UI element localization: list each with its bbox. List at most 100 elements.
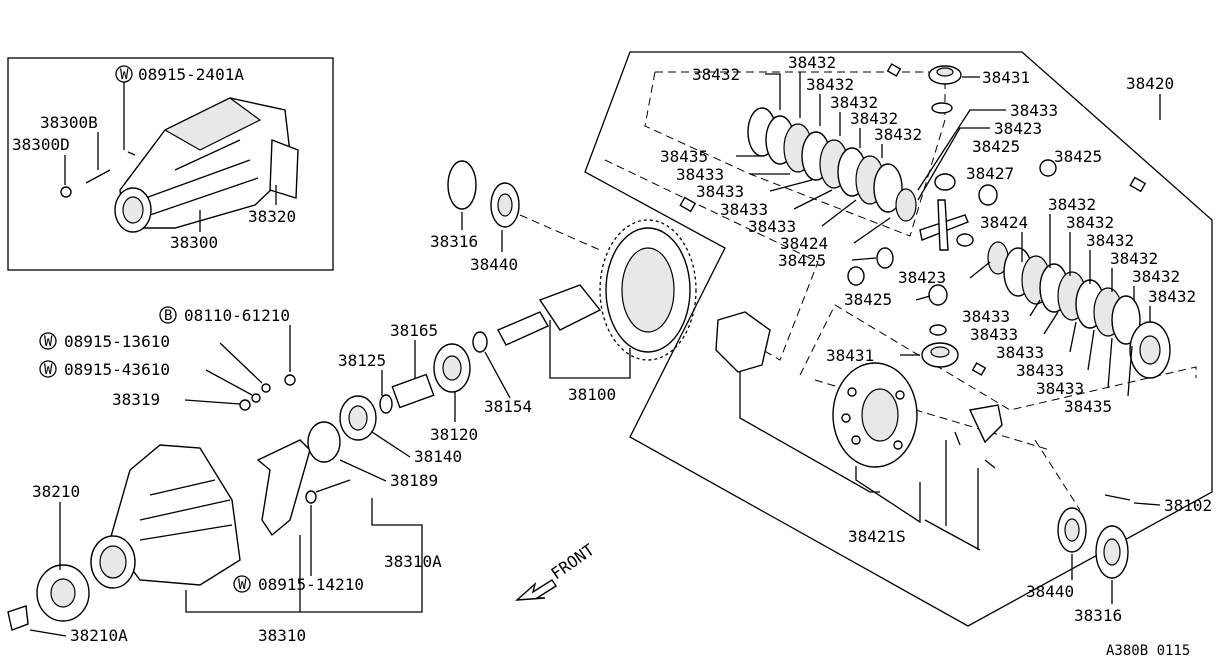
label-38423-b: 38423 [898,268,946,287]
rear-cover-drawing [7,444,241,631]
label-38425-d: 38425 [844,290,892,309]
label-38319: 38319 [112,390,160,409]
pinion-gear-drawing [538,284,602,331]
label-38432-j: 38432 [1110,249,1158,268]
label-38432-b: 38432 [788,53,836,72]
label-38432-d: 38432 [830,93,878,112]
label-38120: 38120 [430,425,478,444]
label-38425-c: 38425 [778,251,826,270]
label-38433-f: 38433 [962,307,1010,326]
mount-bracket-drawing [256,439,311,537]
pinion-shaft-drawing [497,311,549,346]
washer-marker-icon-3 [39,360,57,378]
label-38310A: 38310A [384,552,442,571]
spacer-38165-drawing [391,373,435,409]
label-38320: 38320 [248,207,296,226]
carrier-case-inset-drawing [60,97,299,233]
label-38100: 38100 [568,385,616,404]
label-38433-g: 38433 [970,325,1018,344]
label-38433-c: 38433 [696,182,744,201]
washer-14210-drawing [305,490,317,504]
side-gear-38427-drawing [934,173,956,191]
label-38300D: 38300D [12,135,70,154]
diagram-code: A380B 0115 [1106,643,1190,659]
washer-marker-text-2: W [44,334,53,350]
label-38440-right: 38440 [1026,582,1074,601]
label-38421S: 38421S [848,527,906,546]
label-38435-top: 38435 [660,147,708,166]
label-38432-f: 38432 [874,125,922,144]
label-38440-left: 38440 [470,255,518,274]
label-38300: 38300 [170,233,218,252]
washer-marker-icon-2 [39,332,57,350]
bolt-marker-icon [159,306,177,324]
label-38433-d: 38433 [720,200,768,219]
label-38300B: 38300B [40,113,98,132]
label-38102: 38102 [1164,496,1212,515]
label-38432-k: 38432 [1132,267,1180,286]
label-38425-a: 38425 [972,137,1020,156]
inset-frame [7,57,334,271]
clutch-plate-stack-upper-drawing [747,107,917,222]
label-38433-top: 38433 [1010,101,1058,120]
label-38310: 38310 [258,626,306,645]
label-38210A: 38210A [70,626,128,645]
bolt-38102-drawing [1104,494,1131,501]
label-08915-14210: 08915-14210 [258,575,364,594]
label-38431-mid: 38431 [826,346,874,365]
label-38424-a: 38424 [780,234,828,253]
label-38125: 38125 [338,351,386,370]
bolt-38189-drawing [315,479,351,493]
label-38154: 38154 [484,397,532,416]
label-38433-h: 38433 [996,343,1044,362]
washer-marker-text-4: W [238,577,247,593]
label-08915-43610: 08915-43610 [64,360,170,379]
label-38165: 38165 [390,321,438,340]
label-38316-right: 38316 [1074,606,1122,625]
bolt-marker-text: B [164,308,172,324]
label-38432-l: 38432 [1148,287,1196,306]
diff-case-38421S-drawing [832,362,918,468]
label-38316-left: 38316 [430,232,478,251]
shim-38154-drawing [472,331,488,353]
lock-plate-drawing [968,404,1003,444]
assembly-38420-frame [584,51,1213,627]
label-38432-a: 38432 [692,65,740,84]
label-38424-b: 38424 [980,213,1028,232]
bearing-38316-drawing [447,160,477,210]
label-38435-bottom: 38435 [1064,397,1112,416]
ring-gear-38100-drawing [599,219,697,361]
label-08110-61210: 08110-61210 [184,306,290,325]
label-08915-13610: 08915-13610 [64,332,170,351]
label-38433-j: 38433 [1036,379,1084,398]
label-38432-i: 38432 [1086,231,1134,250]
label-38433-i: 38433 [1016,361,1064,380]
label-38210: 38210 [32,482,80,501]
label-38433-b: 38433 [676,165,724,184]
seal-38189-drawing [307,421,341,463]
label-38189: 38189 [390,471,438,490]
washer-marker-text: W [120,67,129,83]
label-38432-h: 38432 [1066,213,1114,232]
label-38420: 38420 [1126,74,1174,93]
front-label: FRONT [547,540,598,583]
diff-case-half-drawing [715,311,771,373]
label-38423-top: 38423 [994,119,1042,138]
label-08915-2401A: 08915-2401A [138,65,244,84]
washer-marker-text-3: W [44,362,53,378]
label-38433-e: 38433 [748,217,796,236]
label-38432-g: 38432 [1048,195,1096,214]
label-38432-c: 38432 [806,75,854,94]
front-arrow-icon [514,579,557,601]
label-38427: 38427 [966,164,1014,183]
washer-38125-drawing [379,394,393,414]
label-38140: 38140 [414,447,462,466]
label-38431-top: 38431 [982,68,1030,87]
clutch-plate-stack-lower-drawing [987,241,1171,379]
label-38432-e: 38432 [850,109,898,128]
label-38425-b: 38425 [1054,147,1102,166]
washer-marker-icon-4 [233,575,251,593]
pinion-mate-drawing [978,184,998,206]
